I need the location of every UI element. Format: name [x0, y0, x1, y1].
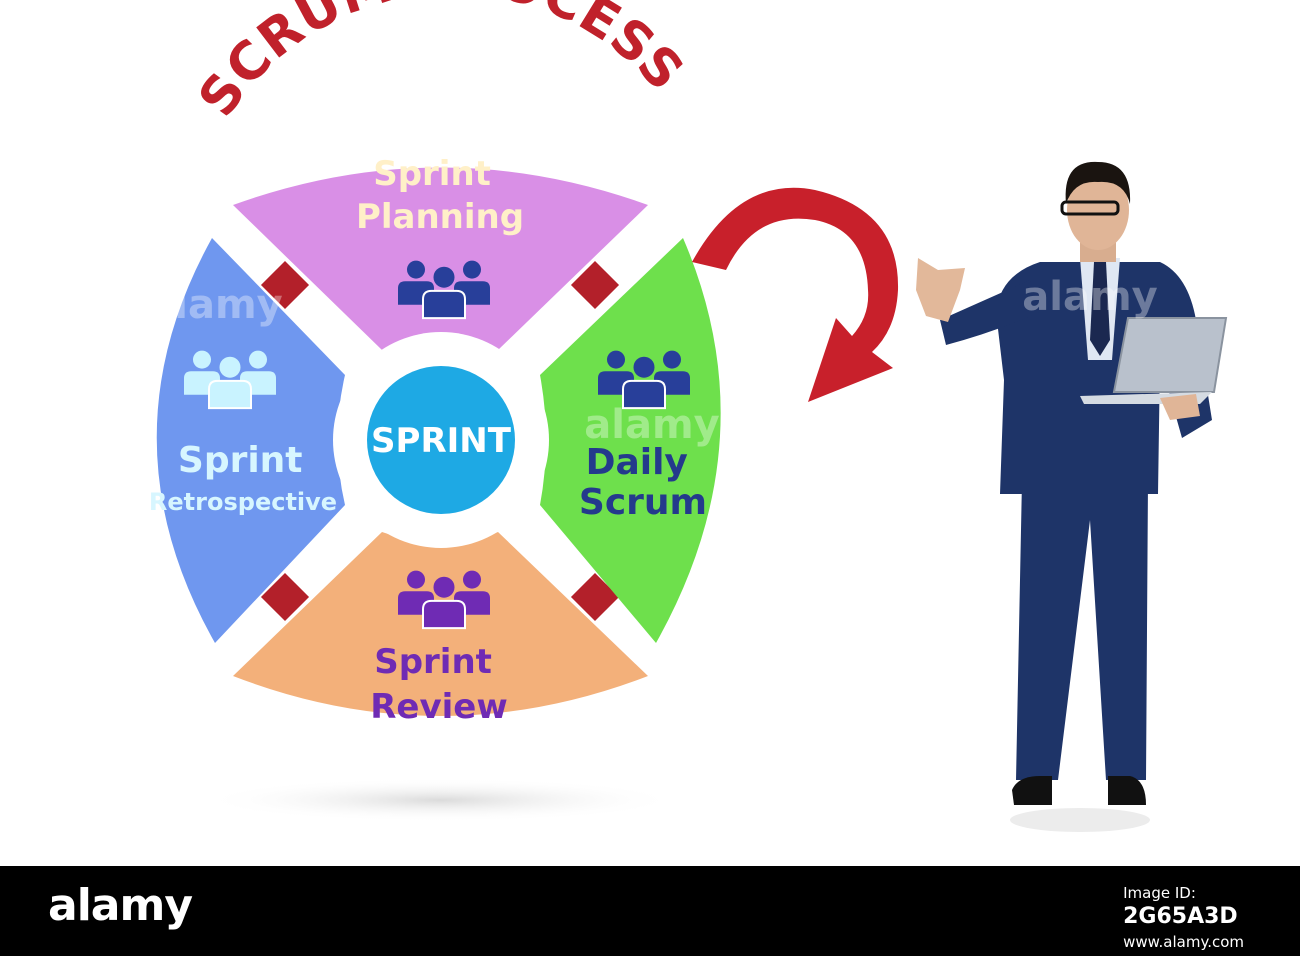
review-line-2: Review: [370, 687, 508, 727]
scrum-cycle-svg: SCRUM PROCESS SPRINT Sprint Planning Dai…: [147, 0, 1228, 832]
raised-hand: [916, 258, 965, 322]
connector-bottom-left: [260, 572, 310, 622]
segment-label-sprint-retrospective: Sprint Retrospective: [149, 440, 337, 516]
person-head: [433, 576, 455, 598]
retro-line-2: Retrospective: [149, 488, 337, 516]
hair: [1065, 161, 1131, 204]
laptop-screen: [1112, 317, 1228, 393]
person-head: [407, 260, 425, 279]
team-icon-retrospective: [184, 350, 276, 410]
team-icon-planning: [398, 260, 490, 320]
segment-sprint-retrospective: [156, 238, 345, 643]
connector-top-left: [260, 260, 310, 310]
alamy-logo: alamy: [48, 880, 193, 931]
person-head: [607, 350, 625, 369]
daily-line-1: Daily: [586, 442, 688, 483]
person-head: [219, 356, 241, 378]
daily-line-2: Scrum: [579, 482, 707, 523]
segment-label-daily-scrum: Daily Scrum: [579, 442, 707, 523]
image-meta: Image ID: 2G65A3D www.alamy.com: [1123, 884, 1244, 951]
watermark-right: alamy: [1022, 274, 1157, 320]
floor-reflection: [1010, 808, 1150, 832]
person-body: [422, 599, 466, 630]
person-body: [208, 379, 252, 410]
center-sprint-circle: [367, 366, 515, 514]
cycle-arrow: [692, 187, 899, 402]
retro-line-1: Sprint: [178, 440, 303, 481]
tie: [1090, 262, 1110, 356]
watermark-left: alamy: [147, 282, 282, 328]
image-id-label: Image ID:: [1123, 884, 1196, 902]
person-head: [407, 570, 425, 589]
glasses: [1060, 200, 1120, 216]
diagram-title: SCRUM PROCESS: [188, 0, 696, 128]
connector-bottom-right: [570, 572, 620, 622]
image-id: 2G65A3D: [1123, 904, 1238, 929]
person-head: [249, 350, 267, 369]
right-shoe: [1108, 776, 1146, 805]
person-head: [433, 266, 455, 288]
holding-hand: [1160, 394, 1200, 420]
head: [1067, 170, 1129, 250]
left-shoe: [1012, 776, 1052, 805]
person-head: [193, 350, 211, 369]
person-head: [633, 356, 655, 378]
scrum-diagram: SCRUM PROCESS SPRINT Sprint Planning Dai…: [147, 0, 1228, 832]
segment-label-sprint-planning: Sprint Planning: [356, 154, 524, 237]
person-head: [463, 260, 481, 279]
team-icon-daily-scrum: [598, 350, 690, 410]
watermark-center: alamy: [584, 402, 719, 448]
image-url: www.alamy.com: [1123, 933, 1244, 951]
planning-line-2: Planning: [356, 197, 524, 237]
businessman-illustration: [916, 161, 1228, 832]
segment-label-sprint-review: Sprint Review: [370, 642, 508, 727]
stock-watermark-bar: alamy Image ID: 2G65A3D www.alamy.com: [0, 866, 1300, 956]
segment-daily-scrum: [540, 238, 721, 643]
diagram-title-text: SCRUM PROCESS: [188, 0, 695, 128]
person-body: [422, 289, 466, 320]
planning-line-1: Sprint: [373, 154, 491, 194]
person-head: [463, 570, 481, 589]
review-line-1: Sprint: [374, 642, 492, 682]
team-icon-review: [398, 570, 490, 630]
trousers: [1016, 480, 1148, 780]
segment-sprint-planning: [233, 167, 648, 350]
raised-arm: [940, 280, 1040, 345]
person-head: [663, 350, 681, 369]
diagram-shadow: [200, 778, 680, 822]
connector-top-right: [570, 260, 620, 310]
center-sprint-label: SPRINT: [371, 421, 512, 461]
person-body: [622, 379, 666, 410]
